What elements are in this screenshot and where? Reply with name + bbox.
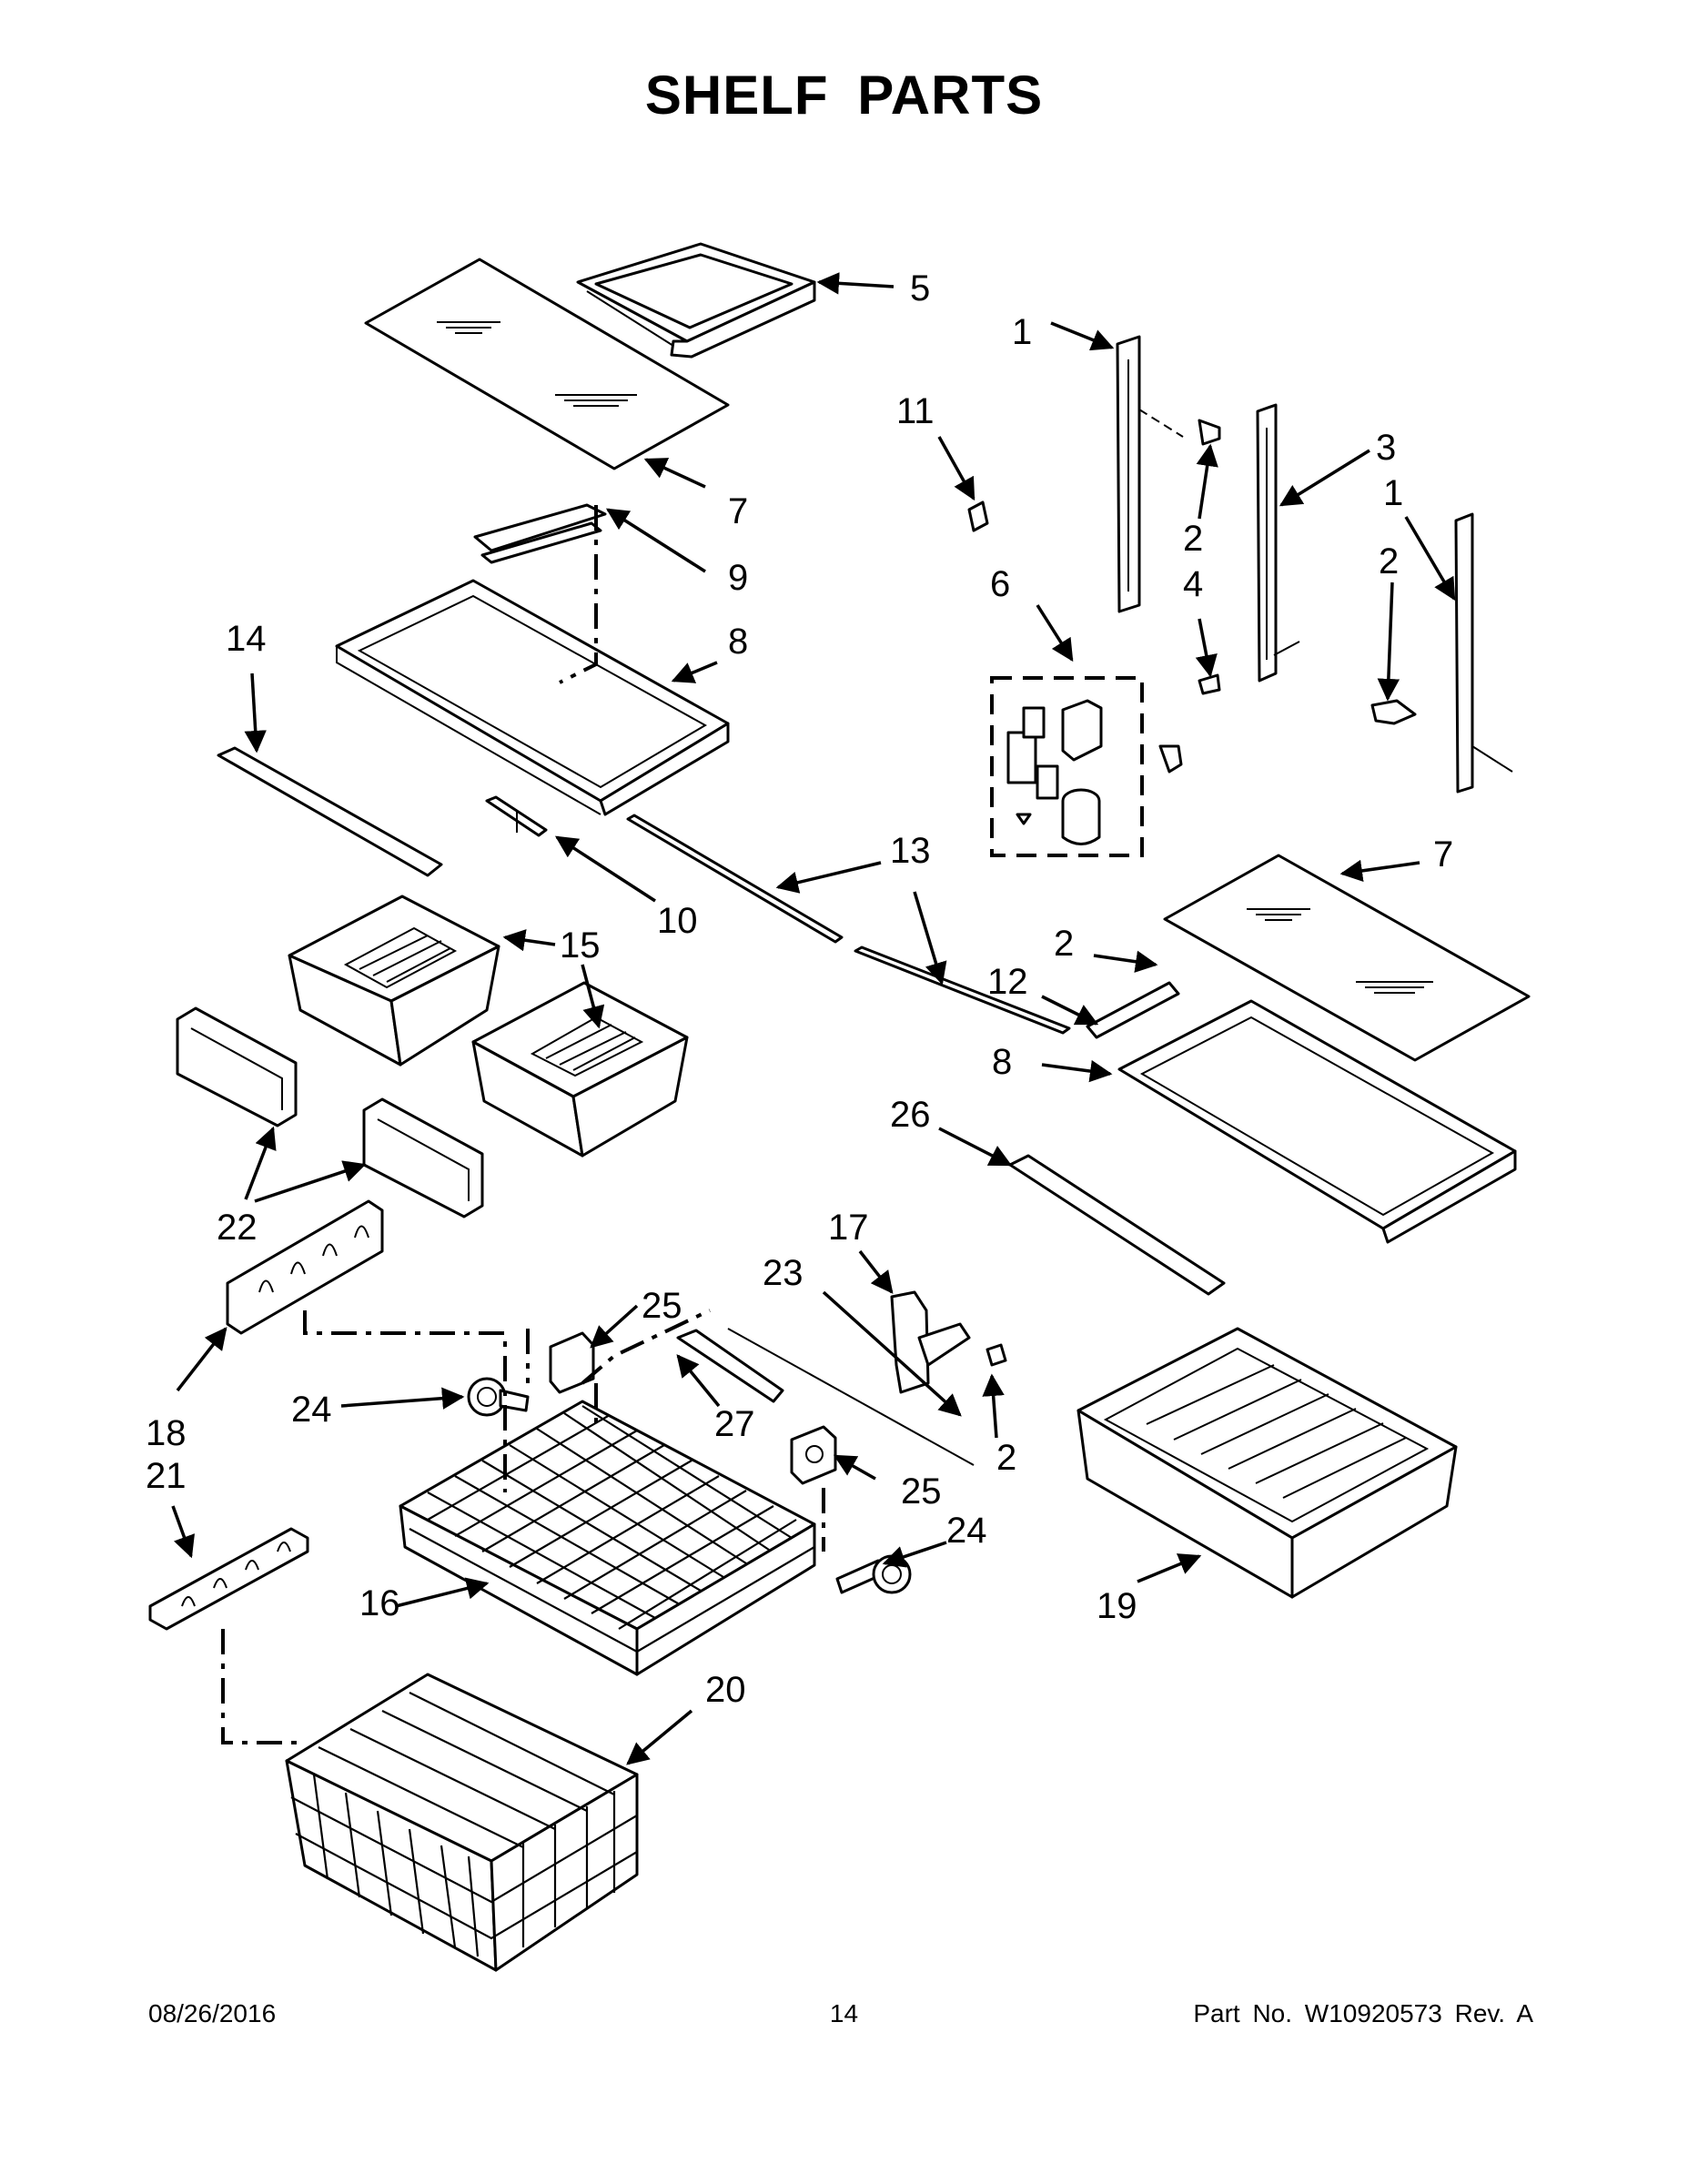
callout-21: 21 bbox=[146, 1456, 187, 1496]
callout-11: 11 bbox=[896, 391, 935, 431]
part-24-gear-b bbox=[835, 1554, 912, 1594]
callout-24: 24 bbox=[946, 1511, 987, 1551]
callout-2: 2 bbox=[996, 1438, 1016, 1478]
part-14-trim bbox=[217, 746, 443, 877]
part-7-glass-shelf-upper bbox=[364, 258, 730, 470]
callout-8: 8 bbox=[728, 622, 748, 662]
callout-25: 25 bbox=[642, 1286, 682, 1326]
part-23-rod bbox=[727, 1328, 975, 1466]
callout-16: 16 bbox=[359, 1583, 400, 1623]
callout-1: 1 bbox=[1012, 312, 1032, 352]
callout-15: 15 bbox=[560, 925, 601, 966]
screws bbox=[986, 419, 1417, 1367]
callout-6: 6 bbox=[990, 564, 1010, 604]
callout-5: 5 bbox=[910, 268, 930, 308]
part-13-rails bbox=[626, 814, 1071, 1035]
part-10-clip bbox=[485, 795, 548, 837]
callout-9: 9 bbox=[728, 558, 748, 598]
callout-18: 18 bbox=[146, 1413, 187, 1453]
part-12-bracket bbox=[1086, 981, 1180, 1039]
callout-10: 10 bbox=[657, 901, 698, 941]
callout-14: 14 bbox=[226, 619, 267, 659]
callout-labels: 5 1 11 3 1 7 2 2 9 4 6 14 8 13 7 10 15 2… bbox=[146, 268, 1453, 1710]
callout-2: 2 bbox=[1379, 541, 1399, 581]
part-20-lower-basket bbox=[285, 1673, 639, 1972]
leader-lines bbox=[171, 272, 1456, 1765]
callout-23: 23 bbox=[763, 1253, 804, 1293]
part-6-kit bbox=[990, 676, 1144, 857]
part-19-drawer bbox=[1076, 1327, 1458, 1599]
part-9-bracket bbox=[473, 503, 607, 564]
part-22-handle-a bbox=[176, 1006, 298, 1127]
part-26-trim bbox=[1008, 1154, 1226, 1296]
callout-26: 26 bbox=[890, 1095, 931, 1135]
callout-2: 2 bbox=[1054, 924, 1074, 964]
part-27-bracket bbox=[676, 1329, 784, 1403]
callout-13: 13 bbox=[890, 831, 931, 871]
part-3-ladder bbox=[1256, 403, 1300, 682]
callout-2: 2 bbox=[1183, 519, 1203, 559]
part-5-shelf-frame bbox=[576, 242, 816, 359]
callout-20: 20 bbox=[705, 1670, 746, 1710]
callout-3: 3 bbox=[1376, 428, 1396, 468]
part-25-clip-b bbox=[790, 1425, 837, 1485]
footer-date: 08/26/2016 bbox=[148, 1999, 277, 2027]
part-1-ladder-left bbox=[1116, 335, 1184, 613]
callout-8: 8 bbox=[992, 1042, 1012, 1082]
part-17-bracket bbox=[890, 1290, 971, 1394]
part-15-drawer-upper bbox=[288, 895, 500, 1067]
part-15-drawer-lower bbox=[471, 981, 689, 1158]
part-21-basket-end bbox=[148, 1527, 309, 1631]
callout-12: 12 bbox=[987, 962, 1028, 1002]
part-24-gear-a bbox=[467, 1377, 530, 1417]
part-25-clip-a bbox=[549, 1331, 595, 1394]
part-7-glass-shelf-lower bbox=[1163, 854, 1531, 1062]
callout-7: 7 bbox=[728, 491, 748, 531]
callout-27: 27 bbox=[714, 1404, 755, 1444]
callout-17: 17 bbox=[828, 1208, 869, 1248]
assembly-lines bbox=[221, 505, 825, 1744]
part-8-shelf-frame-left bbox=[335, 579, 730, 816]
callout-1: 1 bbox=[1383, 473, 1403, 513]
part-18-basket-end bbox=[226, 1199, 384, 1335]
part-11-clip bbox=[967, 500, 989, 532]
part-22-handle-b bbox=[362, 1097, 484, 1218]
callout-25: 25 bbox=[901, 1471, 942, 1512]
footer-part-number: Part No. W10920573 Rev. A bbox=[1193, 1999, 1533, 2027]
part-8-shelf-frame-right bbox=[1117, 999, 1517, 1244]
footer-page-number: 14 bbox=[829, 1999, 859, 2027]
callout-4: 4 bbox=[1183, 564, 1203, 604]
callout-24: 24 bbox=[291, 1390, 332, 1430]
callout-22: 22 bbox=[217, 1208, 258, 1248]
callout-7: 7 bbox=[1433, 834, 1453, 875]
part-1-ladder-right bbox=[1454, 512, 1513, 794]
callout-19: 19 bbox=[1097, 1586, 1137, 1626]
page-title: SHELF PARTS bbox=[644, 65, 1044, 126]
